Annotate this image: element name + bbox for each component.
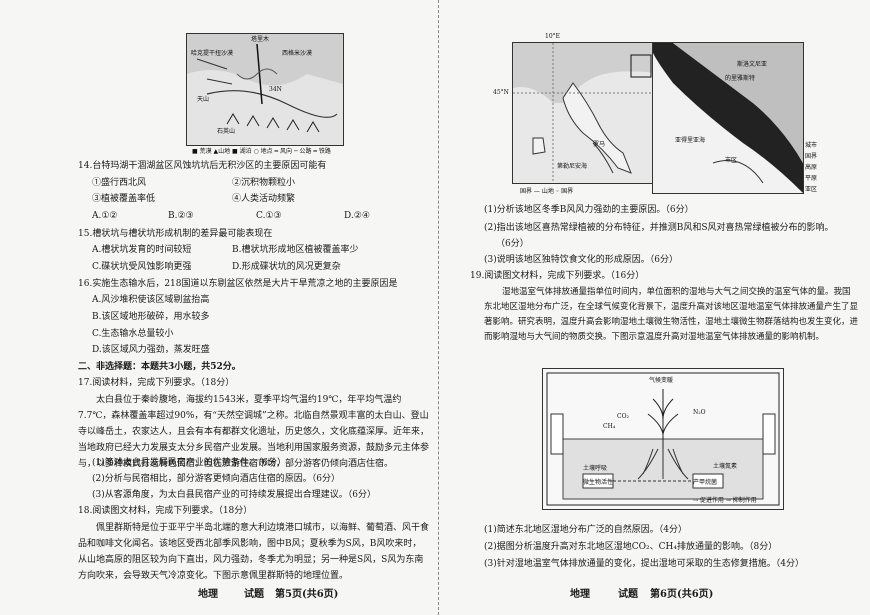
q14-item-2: ②沉积物颗粒小 — [232, 178, 296, 188]
map-label: 45°N — [493, 89, 509, 96]
q16-option-b[interactable]: B.该区域地形破碎，用水较多 — [92, 312, 210, 322]
q14-option-c[interactable]: C.①③ — [256, 211, 282, 221]
map3-legend: 城市 国界 高原 平原 亚区 — [805, 142, 818, 193]
footer-subject: 地理 — [570, 589, 590, 600]
diagram-label: N₂O — [693, 409, 706, 416]
question-18-heading: 18.阅读图文材料，完成下列要求。（18分） — [78, 506, 253, 516]
q16-option-a[interactable]: A.风沙堆积使该区域剔盆抬高 — [92, 295, 210, 305]
wetland-ghg-diagram: 气候变暖 CO₂ CH₄ N₂O 土壤呼吸 微生物活性 产甲烷菌 土壤氮素 ⇢ … — [542, 368, 784, 510]
question-14-stem: 14.台特玛湖干涸湖盆区风蚀坑坑后无积沙区的主要原因可能有 — [78, 161, 327, 171]
page-6: 10°E 45°N 罗马 第勒尼安海 国界 — 山地 ◦ 国界 斯洛文尼亚 的里… — [440, 0, 870, 615]
map-label: 天山 — [197, 96, 210, 103]
question-19-heading: 19.阅读图文材料，完成下列要求。（16分） — [470, 271, 645, 281]
map-label: 斯洛文尼亚 — [737, 61, 768, 68]
q18-sub-2-points: （6分） — [496, 239, 529, 249]
map-label: 10°E — [545, 33, 561, 40]
q14-item-1: ①盛行西北风 — [92, 178, 147, 188]
diagram-label: 土壤呼吸 — [583, 465, 608, 472]
page-5: 哈克提干扭沙漠 西格米沙漠 天山 塔里木 34N 石英山 ■ 荒漠 ▲山地 ■ … — [78, 33, 430, 600]
q14-option-a[interactable]: A.①② — [92, 211, 118, 221]
q15-option-d[interactable]: D.形成碟状坑的风况更复杂 — [232, 262, 341, 272]
footer-paper: 试题 — [618, 589, 638, 600]
map-label: 罗马 — [593, 141, 606, 148]
question-16-stem: 16.实施生态输水后，218国道以东剔盆区依然是大片干旱荒凉之地的主要原因是 — [78, 279, 398, 289]
q18-sub-1: (1)分析该地区冬季B风风力强劲的主要原因。（6分） — [484, 205, 694, 215]
q19-sub-1: (1)简述东北地区湿地分布广泛的自然原因。（4分） — [484, 525, 687, 535]
map-label: 西格米沙漠 — [282, 50, 313, 57]
footer-page: 第5页(共6页) — [275, 589, 339, 600]
map2-legend: 国界 — 山地 ◦ 国界 — [520, 188, 574, 195]
map-tarim-basin: 哈克提干扭沙漠 西格米沙漠 天山 塔里木 34N 石英山 — [186, 33, 344, 146]
q18-sub-2: (2)指出该地区喜热常绿植被的分布特征，并推测B风和S风对喜热常绿植被分布的影响… — [484, 223, 834, 233]
q14-item-4: ④人类活动频繁 — [232, 194, 296, 204]
map-italy: 10°E 45°N 罗马 第勒尼安海 — [493, 33, 656, 184]
question-17-heading: 17.阅读材料，完成下列要求。（18分） — [78, 378, 235, 388]
question-19-passage: 湿地温室气体排放通量指单位时间内，单位面积的湿地与大气之间交换的温室气体的量。我… — [484, 287, 859, 342]
q14-option-d[interactable]: D.②④ — [344, 211, 370, 221]
q18-sub-3: (3)说明该地区独特饮食文化的形成原因。（6分） — [484, 255, 678, 265]
q15-option-a[interactable]: A.槽状坑发育的时间较短 — [92, 245, 192, 255]
map-label: 亚得里亚海 — [675, 137, 706, 144]
map-label: 34N — [269, 86, 282, 93]
map-legend: ■ 荒漠 ▲山地 ■ 湖泊 ○ 地点 ━ 风向 ─ 公路 ━ 铁路 — [192, 148, 331, 155]
q15-option-c[interactable]: C.碟状坑受风蚀影响更强 — [92, 262, 192, 272]
map-label: 市区 — [725, 157, 738, 164]
diagram-legend: ⇢ 促进作用 → 抑制作用 — [693, 497, 757, 504]
q14-item-3: ③植被覆盖率低 — [92, 194, 156, 204]
diagram-label: CO₂ — [617, 413, 629, 420]
q19-sub-3: (3)针对湿地温室气体排放通量的变化，提出湿地可采取的生态修复措施。（4分） — [484, 559, 804, 569]
footer-subject: 地理 — [198, 589, 218, 600]
q15-option-b[interactable]: B.槽状坑形成地区植被覆盖率少 — [232, 245, 359, 255]
diagram-label: CH₄ — [603, 423, 616, 430]
diagram-label: 产甲烷菌 — [693, 479, 718, 486]
map-label: 哈克提干扭沙漠 — [191, 50, 234, 57]
q17-sub-1: (1)简述太白县发展民宿产业的优势条件。（6分） — [92, 458, 286, 468]
q16-option-c[interactable]: C.生态输水总量较小 — [92, 329, 174, 339]
q17-sub-3: (3)从客源角度，为太白县民宿产业的可持续发展提出合理建议。（6分） — [92, 490, 376, 500]
map-label: 的里雅斯特 — [725, 75, 756, 82]
diagram-label: 微生物活性 — [583, 479, 614, 486]
q14-option-b[interactable]: B.②③ — [168, 211, 194, 221]
map-trieste: 斯洛文尼亚 的里雅斯特 亚得里亚海 市区 — [652, 42, 804, 194]
footer-page: 第6页(共6页) — [650, 589, 714, 600]
map-label: 石英山 — [217, 128, 236, 135]
q19-sub-2: (2)据图分析温度升高对东北地区湿地CO₂、CH₄排放通量的影响。（8分） — [484, 542, 778, 552]
question-18-passage: 佩里群斯特是位于亚平宁半岛北端的意大利边境港口城市，以海鲜、葡萄酒、风干食品和咖… — [78, 523, 430, 581]
diagram-title: 气候变暖 — [649, 377, 674, 384]
page-fold — [438, 0, 440, 615]
footer-paper: 试题 — [244, 589, 264, 600]
section-heading: 二、非选择题：本题共3小题，共52分。 — [78, 362, 241, 372]
diagram-label: 土壤氮素 — [713, 463, 738, 470]
q16-option-d[interactable]: D.该区域风力强劲，蒸发旺盛 — [92, 345, 210, 355]
q17-sub-2: (2)分析与民宿相比，部分游客更倾向酒店住宿的原因。（6分） — [92, 474, 340, 484]
map-label: 第勒尼安海 — [557, 163, 588, 170]
question-17-passage: 太白县位于秦岭腹地，海拔约1543米，夏季平均气温约19℃，年平均气温约7.7℃… — [78, 395, 430, 469]
map-label: 塔里木 — [251, 36, 270, 43]
question-15-stem: 15.槽状坑与槽状坑形成机制的差异最可能表现在 — [78, 229, 273, 239]
